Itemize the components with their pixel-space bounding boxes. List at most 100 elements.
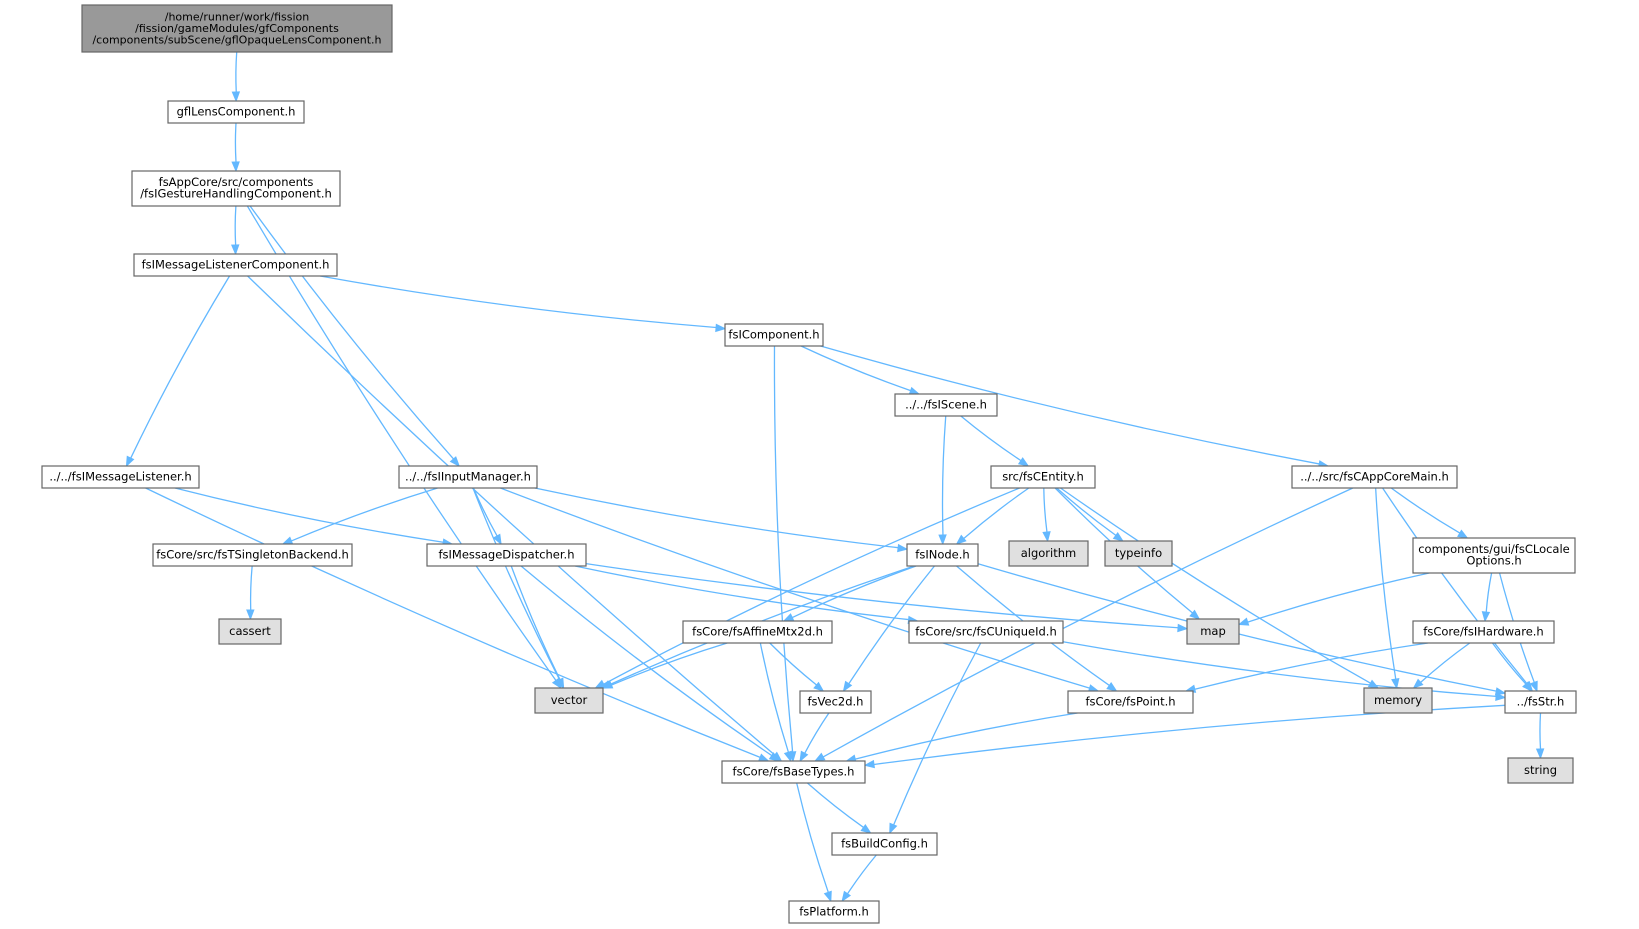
node-box [799,690,872,714]
edge-buildConfig-to-platform [841,854,877,903]
edge-line [534,487,899,549]
edge-line [249,565,253,611]
edge-arrowhead [823,890,832,903]
edge-line [585,562,1179,629]
edge-fsStr-to-baseTypes [863,704,1506,769]
edge-entity-to-algorithm [1042,487,1051,543]
edge-dispatcher-to-map [585,562,1189,633]
edge-arrowhead [897,543,909,553]
edge-line [804,712,830,754]
node-root[interactable]: /home/runner/work/fission/fission/gameMo… [81,4,393,53]
node-box [131,170,341,207]
edge-line [249,205,454,460]
node-box [1507,757,1574,784]
edge-line [806,782,864,828]
node-string: string [1507,757,1574,784]
node-appMain[interactable]: ../../src/fsCAppCoreMain.h [1291,465,1458,489]
node-dispatcher[interactable]: fsIMessageDispatcher.h [426,543,587,567]
node-box [894,393,998,417]
node-buildConfig[interactable]: fsBuildConfig.h [831,832,938,856]
node-inode[interactable]: fsINode.h [906,543,979,567]
edge-msgListComp-to-msgList [125,275,231,468]
edge-arrowhead [783,750,792,763]
node-point[interactable]: fsCore/fsPoint.h [1067,690,1194,714]
edge-dispatcher-to-uniqueId [574,565,919,625]
node-comp[interactable]: fsIComponent.h [724,323,824,347]
edge-gesture-to-vector [246,205,562,690]
edge-hardware-to-fsStr [1491,642,1533,693]
node-scene[interactable]: ../../fsIScene.h [894,393,998,417]
node-vector: vector [534,687,604,714]
edge-arrowhead [1367,679,1380,689]
edge-line [1382,487,1528,685]
edge-locale-to-hardware [1481,572,1493,623]
edge-gflLens-to-gesture [231,122,240,173]
edge-appMain-to-fsStr [1382,487,1534,693]
node-gflLens[interactable]: gflLensComponent.h [167,100,305,124]
node-label: /components/subScene/gflOpaqueLensCompon… [92,33,381,46]
node-msgListComp[interactable]: fsIMessageListenerComponent.h [133,253,338,277]
node-label: Options.h [1466,554,1521,568]
node-label: fsCore/src/fsTSingletonBackend.h [156,547,349,561]
edge-line [1194,642,1429,690]
node-baseTypes[interactable]: fsCore/fsBaseTypes.h [721,760,866,784]
edge-arrowhead [1177,623,1189,633]
edge-line [873,704,1506,766]
edge-affine-to-vec2d [769,642,825,692]
edge-arrowhead [799,750,809,763]
node-uniqueId[interactable]: fsCore/src/fsCUniqueId.h [908,620,1064,644]
node-label: src/fsCEntity.h [1002,469,1084,483]
node-affine[interactable]: fsCore/fsAffineMtx2d.h [682,620,833,644]
edge-arrowhead [125,455,135,468]
node-msgList[interactable]: ../../fsIMessageListener.h [41,465,200,489]
edge-arrowhead [842,680,853,693]
node-gesture[interactable]: fsAppCore/src/components/fsIGestureHandl… [131,170,341,207]
node-label: fsCore/fsBaseTypes.h [733,764,855,778]
node-label: typeinfo [1115,546,1162,560]
node-entity[interactable]: src/fsCEntity.h [990,465,1096,489]
edge-arrowhead [1494,687,1507,696]
edge-locale-to-map [1237,572,1430,626]
edge-line [822,487,1354,758]
node-map: map [1186,618,1240,645]
node-label: /home/runner/work/fission [165,10,310,23]
edge-line [893,642,982,826]
node-fsStr[interactable]: ../fsStr.h [1504,690,1577,714]
edge-arrowhead [1495,692,1507,701]
edge-line [130,275,231,459]
edge-line [472,487,561,681]
edge-line [246,205,557,681]
node-singleton[interactable]: fsCore/src/fsTSingletonBackend.h [152,543,353,567]
edge-arrowhead [860,824,872,834]
edge-line [611,642,728,686]
node-vec2d[interactable]: fsVec2d.h [799,690,872,714]
node-box [908,620,1064,644]
edge-arrowhead [813,752,826,762]
edge-arrowhead [782,613,795,622]
node-box [152,543,353,567]
edge-inputMgr-to-dispatcher [472,487,502,546]
edge-arrowhead [1112,531,1125,542]
node-label: fsINode.h [915,547,969,561]
node-box [831,832,938,856]
edge-line [1390,487,1461,534]
node-box [1412,537,1576,574]
node-platform[interactable]: fsPlatform.h [788,900,880,924]
edge-arrowhead [758,753,770,762]
edge-arrowhead [231,161,240,173]
node-label: map [1200,624,1226,638]
node-box [724,323,824,347]
node-label: fsIMessageListenerComponent.h [142,257,330,271]
edge-arrowhead [813,681,825,692]
edge-entity-to-vector [594,487,1020,689]
node-inputMgr[interactable]: ../../fsIInputManager.h [398,465,538,489]
node-hardware[interactable]: fsCore/fsIHardware.h [1412,620,1555,644]
edge-arrowhead [938,534,947,546]
edge-line [769,642,817,686]
edge-inputMgr-to-singleton [281,487,438,545]
node-label: memory [1374,693,1422,707]
edge-arrowhead [841,890,852,903]
edge-gesture-to-msgListComp [231,205,240,256]
